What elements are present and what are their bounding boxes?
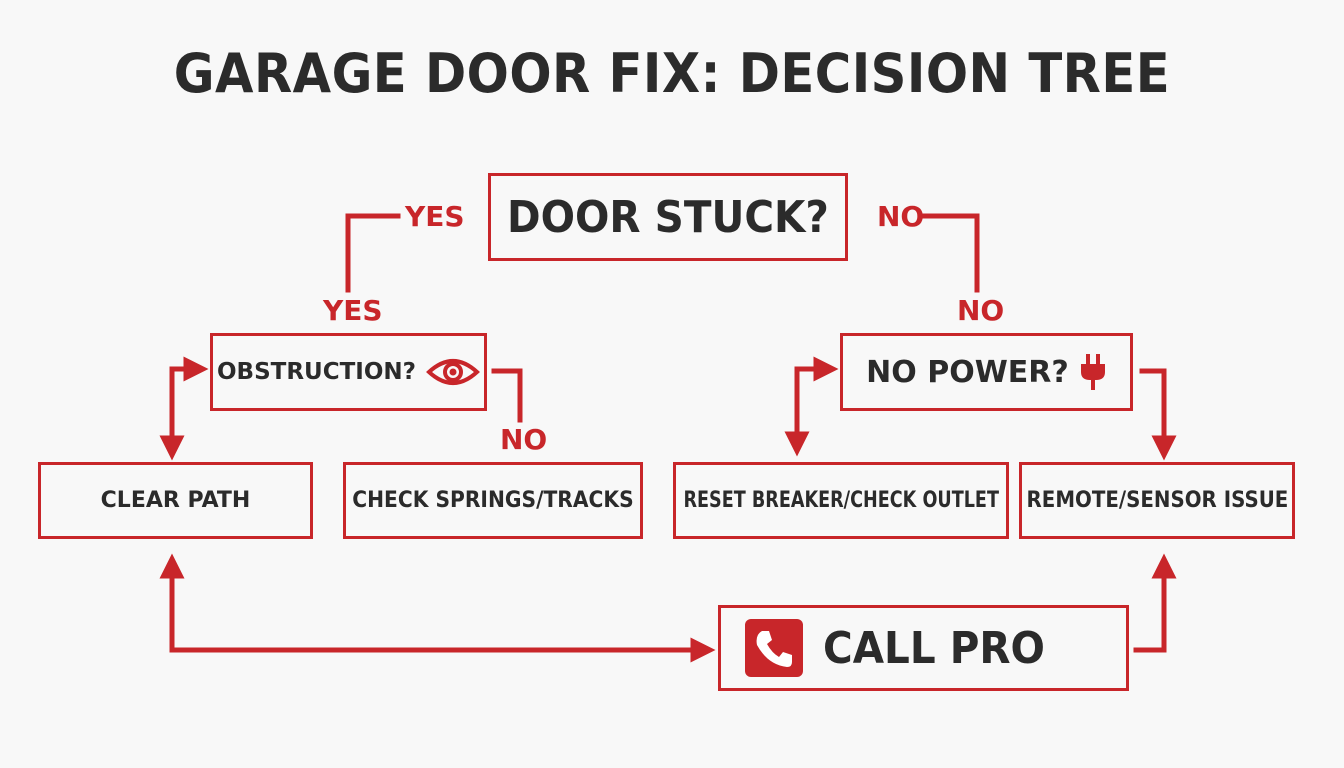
connector-obstruction-no bbox=[491, 368, 523, 423]
node-reset-breaker-label: RESET BREAKER/CHECK OUTLET bbox=[683, 488, 999, 513]
edge-label-root-yes: YES bbox=[405, 200, 465, 233]
node-no-power: NO POWER? bbox=[840, 333, 1133, 411]
node-remote-sensor-label: REMOTE/SENSOR ISSUE bbox=[1026, 488, 1288, 513]
node-call-pro-label: CALL PRO bbox=[823, 622, 1045, 674]
arrow-to-clear-path bbox=[159, 356, 209, 461]
arrow-call-pro-to-remote-sensor bbox=[1133, 553, 1177, 653]
node-clear-path: CLEAR PATH bbox=[38, 462, 313, 539]
edge-label-root-no: NO bbox=[877, 200, 925, 233]
connector-root-no bbox=[922, 213, 980, 293]
node-door-stuck-label: DOOR STUCK? bbox=[507, 191, 829, 243]
connector-root-yes bbox=[345, 213, 401, 293]
node-remote-sensor: REMOTE/SENSOR ISSUE bbox=[1019, 462, 1295, 539]
node-call-pro: CALL PRO bbox=[718, 605, 1129, 691]
node-door-stuck: DOOR STUCK? bbox=[488, 173, 848, 261]
arrow-clear-path-to-call-pro bbox=[159, 553, 716, 663]
node-reset-breaker: RESET BREAKER/CHECK OUTLET bbox=[673, 462, 1009, 539]
arrow-to-remote-sensor bbox=[1139, 368, 1177, 461]
node-clear-path-label: CLEAR PATH bbox=[100, 488, 251, 513]
edge-label-obstruction-no: NO bbox=[500, 423, 548, 456]
node-obstruction-label: OBSTRUCTION? bbox=[217, 359, 416, 385]
edge-label-obstruction-yes: YES bbox=[323, 294, 383, 327]
diagram-title: GARAGE DOOR FIX: DECISION TREE bbox=[173, 42, 1171, 105]
edge-label-no-power-no: NO bbox=[957, 294, 1005, 327]
node-no-power-label: NO POWER? bbox=[866, 354, 1069, 390]
eye-icon bbox=[426, 355, 480, 389]
node-check-springs-label: CHECK SPRINGS/TRACKS bbox=[352, 488, 634, 513]
plug-icon bbox=[1079, 352, 1107, 392]
phone-icon bbox=[745, 619, 803, 677]
node-obstruction: OBSTRUCTION? bbox=[210, 333, 487, 411]
node-check-springs: CHECK SPRINGS/TRACKS bbox=[343, 462, 643, 539]
arrow-to-reset-breaker bbox=[784, 356, 839, 457]
